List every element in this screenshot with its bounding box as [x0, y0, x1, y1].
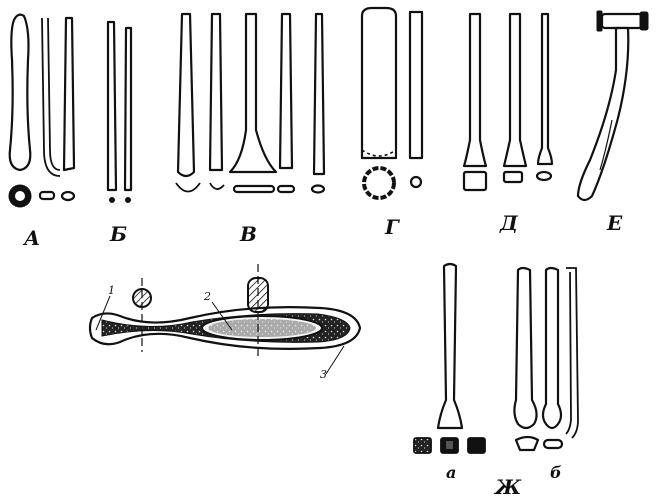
group-zh-tools: а б Ж: [413, 262, 579, 499]
group-e-hammer: [576, 10, 649, 202]
label-a-small: а: [446, 463, 456, 482]
callout-1: 1: [108, 284, 115, 297]
group-d-tools: [462, 12, 554, 192]
label-d: Д: [499, 211, 519, 235]
group-g-tools: [360, 6, 424, 200]
group-v-tools: [175, 12, 326, 194]
label-v: В: [239, 222, 257, 246]
handle-diagram: 1 2 3: [88, 264, 362, 381]
group-b-tools: [106, 20, 133, 203]
callout-3: 3: [320, 368, 327, 381]
label-b-small: б: [550, 463, 562, 482]
label-zh: Ж: [493, 475, 522, 499]
label-b: Б: [109, 222, 127, 246]
callout-2: 2: [203, 290, 211, 303]
label-a: А: [22, 226, 40, 250]
label-g: Г: [384, 215, 400, 239]
group-a-tools: [8, 13, 76, 208]
label-e: Е: [606, 211, 623, 235]
